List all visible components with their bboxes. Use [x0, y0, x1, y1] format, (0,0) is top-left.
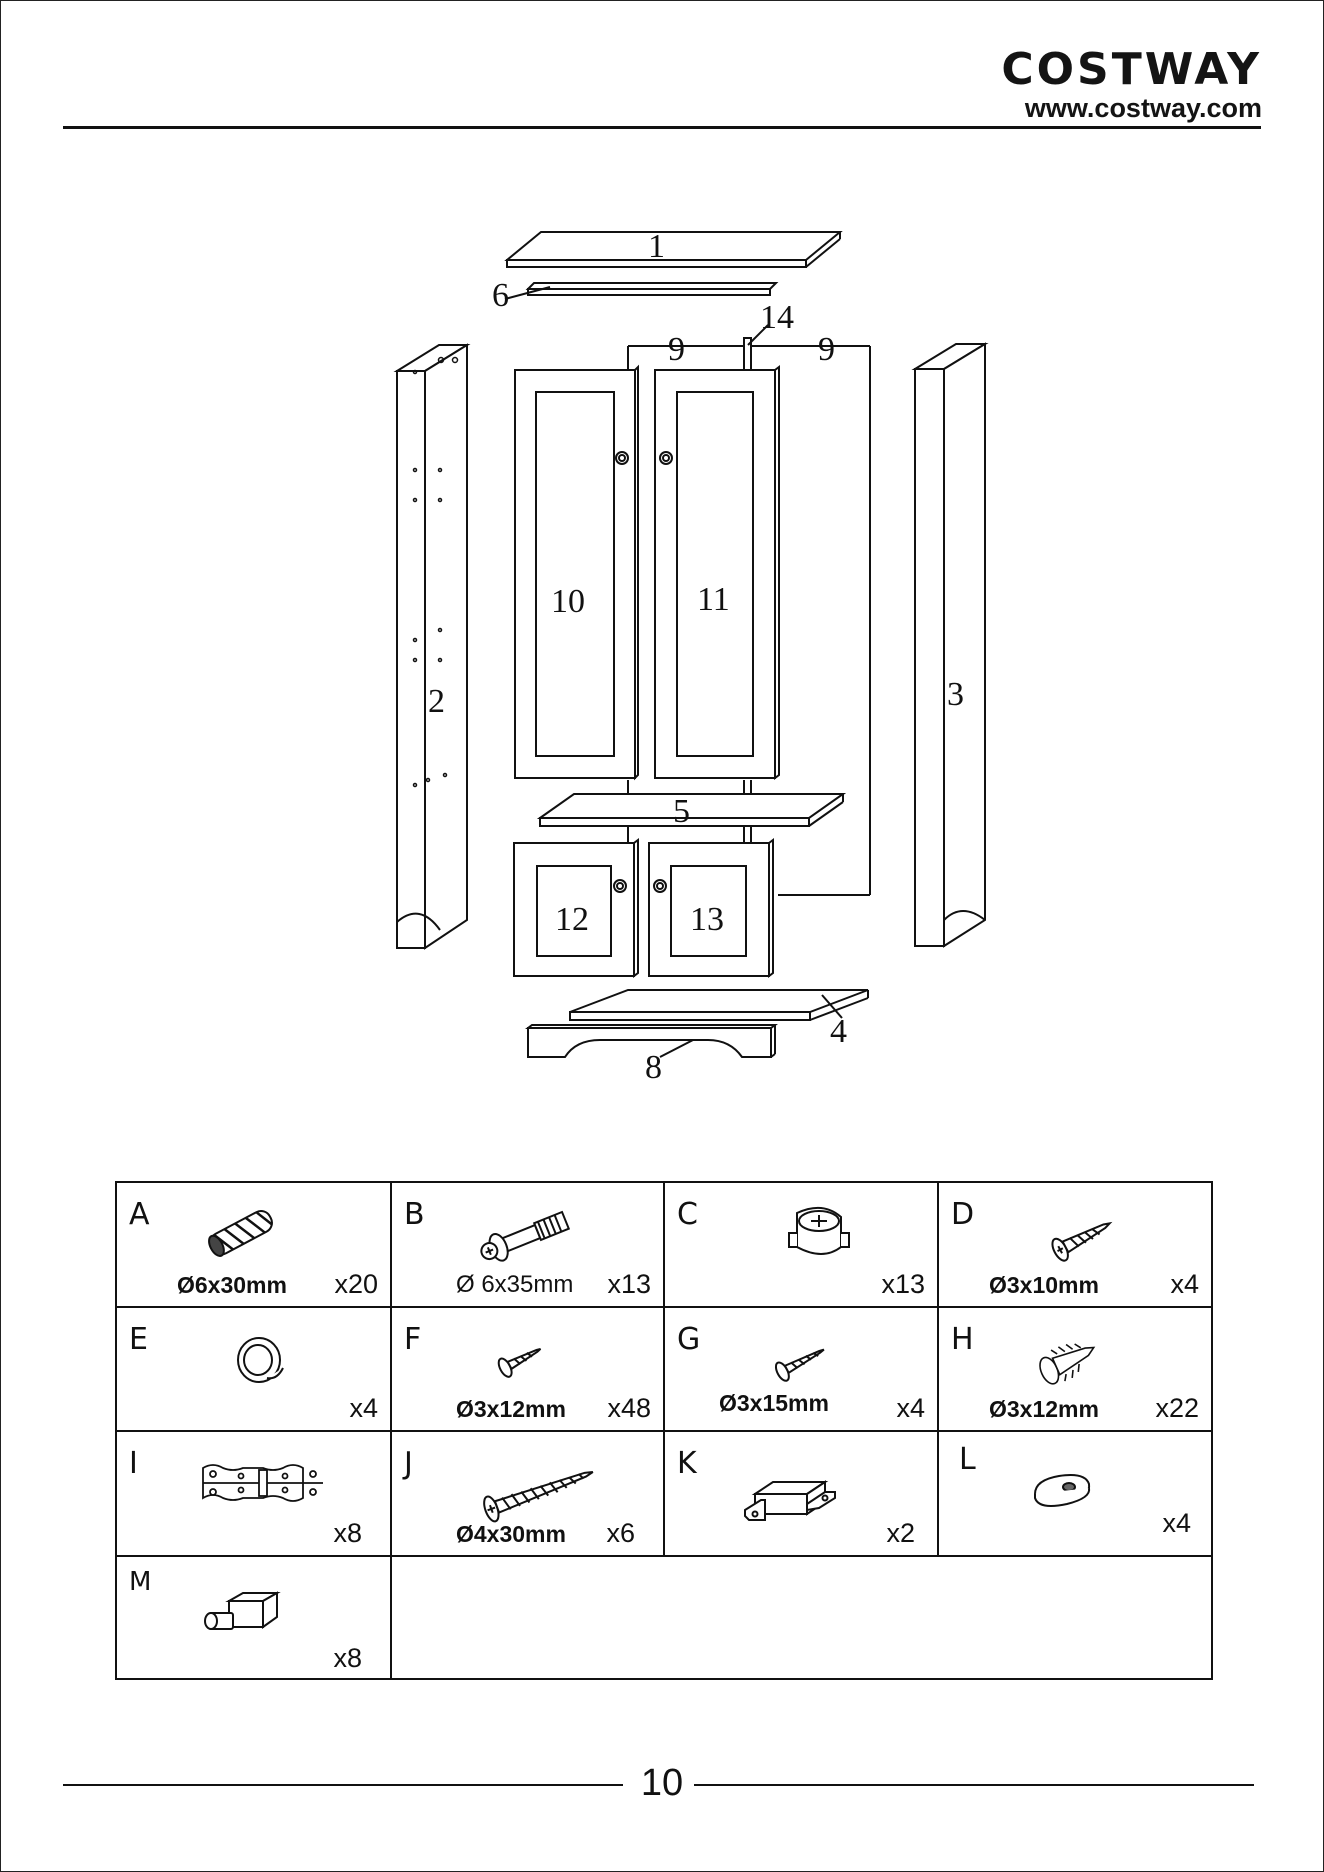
label-part-11: 11: [697, 581, 730, 618]
part-cell-j: J Ø4x30mm x6: [392, 1432, 663, 1555]
part-letter: I: [129, 1446, 138, 1481]
part-cell-c: C x13: [665, 1183, 937, 1306]
diagram-svg: 1 6 14 9 9 10 11 2 3 5 12 13 4 8: [0, 200, 1324, 1100]
part-11-upper-right-door: [655, 367, 779, 778]
label-part-14: 14: [760, 299, 794, 336]
part-cell-f: F Ø3x12mm x48: [392, 1308, 663, 1430]
part-quantity: x13: [881, 1269, 925, 1300]
part-quantity: x20: [334, 1269, 378, 1300]
hardware-parts-table: A Ø6x30mm x20 B Ø 6x35mm x13: [115, 1181, 1213, 1680]
part-letter: A: [129, 1197, 150, 1232]
label-part-12: 12: [555, 901, 589, 938]
part-quantity: x13: [607, 1269, 651, 1300]
part-spec: Ø3x12mm: [456, 1396, 566, 1423]
part-cell-g: G Ø3x15mm x4: [665, 1308, 937, 1430]
page-number: 10: [612, 1762, 712, 1805]
part-spec: Ø6x30mm: [177, 1272, 287, 1299]
part-letter: B: [404, 1197, 425, 1232]
part-quantity: x8: [333, 1518, 362, 1549]
label-part-3: 3: [947, 676, 964, 713]
part-cell-i: I x8: [117, 1432, 390, 1555]
label-part-4: 4: [830, 1013, 847, 1050]
label-part-6: 6: [492, 277, 509, 314]
part-cell-h: H Ø3x12mm x22: [939, 1308, 1211, 1430]
label-part-2: 2: [428, 683, 445, 720]
part-2-left-side-panel: [397, 345, 467, 948]
label-part-9-right: 9: [818, 331, 835, 368]
label-part-5: 5: [673, 793, 690, 830]
part-quantity: x4: [1162, 1508, 1191, 1539]
part-quantity: x4: [896, 1393, 925, 1424]
label-part-13: 13: [690, 901, 724, 938]
part-letter: D: [951, 1197, 974, 1232]
footer-rule-left: [63, 1784, 623, 1786]
header-rule: [63, 126, 1261, 129]
part-4-bottom-shelf: [570, 990, 868, 1020]
part-quantity: x6: [606, 1518, 635, 1549]
part-letter: L: [959, 1442, 976, 1477]
part-cell-l: L x4: [939, 1432, 1211, 1555]
part-cell-b: B Ø 6x35mm x13: [392, 1183, 663, 1306]
part-quantity: x48: [607, 1393, 651, 1424]
brand-logo: COSTWAY: [1001, 46, 1262, 94]
part-letter: H: [951, 1322, 974, 1357]
label-part-8: 8: [645, 1049, 662, 1086]
part-letter: F: [404, 1322, 421, 1357]
part-spec: Ø4x30mm: [456, 1521, 566, 1548]
exploded-assembly-diagram: 1 6 14 9 9 10 11 2 3 5 12 13 4 8: [0, 200, 1324, 1100]
part-quantity: x4: [1170, 1269, 1199, 1300]
part-quantity: x8: [333, 1643, 362, 1674]
part-6-rail: [505, 283, 776, 299]
part-cell-k: K x2: [665, 1432, 937, 1555]
part-cell-e: E x4: [117, 1308, 390, 1430]
part-quantity: x2: [886, 1518, 915, 1549]
label-part-9-left: 9: [668, 331, 685, 368]
part-quantity: x4: [349, 1393, 378, 1424]
header: COSTWAY www.costway.com: [1001, 46, 1262, 122]
part-cell-m: M x8: [117, 1557, 390, 1680]
part-3-right-side-panel: [915, 344, 985, 946]
part-cell-d: D Ø3x10mm x4: [939, 1183, 1211, 1306]
footer-rule-right: [694, 1784, 1254, 1786]
label-part-1: 1: [648, 228, 665, 265]
part-spec: Ø3x12mm: [989, 1396, 1099, 1423]
part-10-upper-left-door: [515, 367, 638, 778]
part-letter: J: [404, 1446, 413, 1481]
label-part-10: 10: [551, 583, 585, 620]
part-letter: C: [677, 1197, 698, 1232]
part-letter: K: [677, 1446, 697, 1481]
part-letter: M: [129, 1567, 151, 1597]
part-spec: Ø3x15mm: [719, 1390, 829, 1417]
part-letter: G: [677, 1322, 700, 1357]
part-cell-a: A Ø6x30mm x20: [117, 1183, 390, 1306]
part-quantity: x22: [1155, 1393, 1199, 1424]
part-spec: Ø3x10mm: [989, 1272, 1099, 1299]
part-5-middle-shelf: [540, 794, 843, 826]
part-letter: E: [129, 1322, 148, 1357]
website-url: www.costway.com: [1001, 94, 1262, 122]
part-spec: Ø 6x35mm: [456, 1271, 573, 1299]
part-1-top-panel: [507, 232, 840, 267]
